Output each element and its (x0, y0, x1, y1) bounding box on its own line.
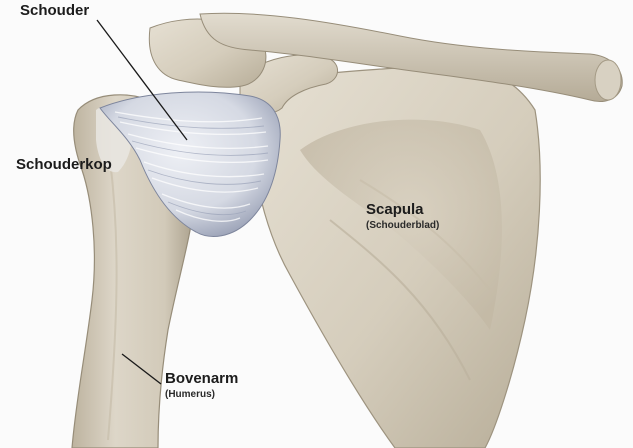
clavicle-end (595, 60, 621, 100)
label-upper-arm: Bovenarm (165, 370, 238, 387)
label-shoulder: Schouder (20, 2, 89, 19)
label-upper-arm-sub: (Humerus) (165, 389, 215, 400)
label-shoulder-head: Schouderkop (16, 156, 112, 173)
label-scapula: Scapula (366, 201, 424, 218)
label-scapula-sub: (Schouderblad) (366, 220, 439, 231)
